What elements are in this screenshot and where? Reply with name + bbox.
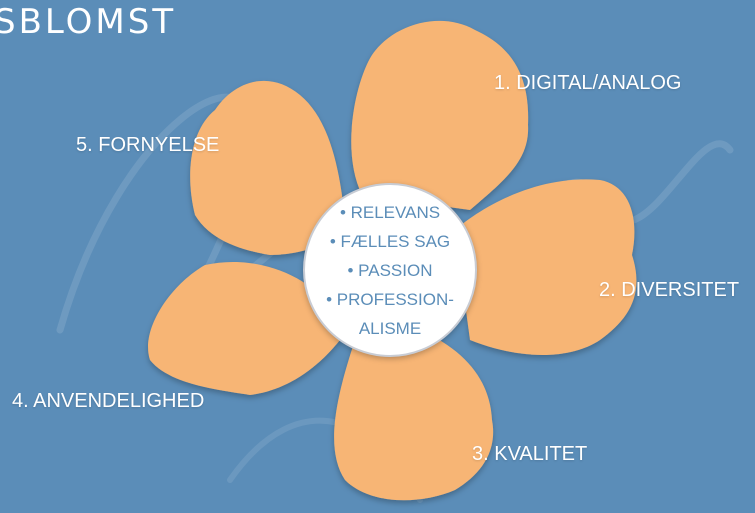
petal-label-2: 2. DIVERSITET (599, 279, 740, 301)
diagram-title: SBLOMST (0, 2, 177, 42)
petal-5 (190, 80, 345, 255)
center-item-faelles-sag: • FÆLLES SAG (329, 231, 451, 251)
petal-label-1: 1. DIGITAL/ANALOG (494, 72, 682, 94)
petal-4 (148, 261, 340, 395)
petal-1 (351, 20, 529, 210)
petal-label-5: 5. FORNYELSE (76, 134, 220, 156)
petal-2 (455, 179, 637, 355)
flower-center: • RELEVANS • FÆLLES SAG • PASSION • PROF… (303, 183, 477, 357)
center-item-passion: • PASSION (347, 260, 433, 280)
petal-3 (334, 330, 494, 501)
center-item-profession: • PROFESSION- (326, 289, 454, 309)
petal-label-4: 4. ANVENDELIGHED (12, 390, 205, 412)
center-item-relevans: • RELEVANS (339, 202, 441, 222)
petal-label-3: 3. KVALITET (472, 443, 588, 465)
center-item-alisme: ALISME (358, 318, 422, 338)
